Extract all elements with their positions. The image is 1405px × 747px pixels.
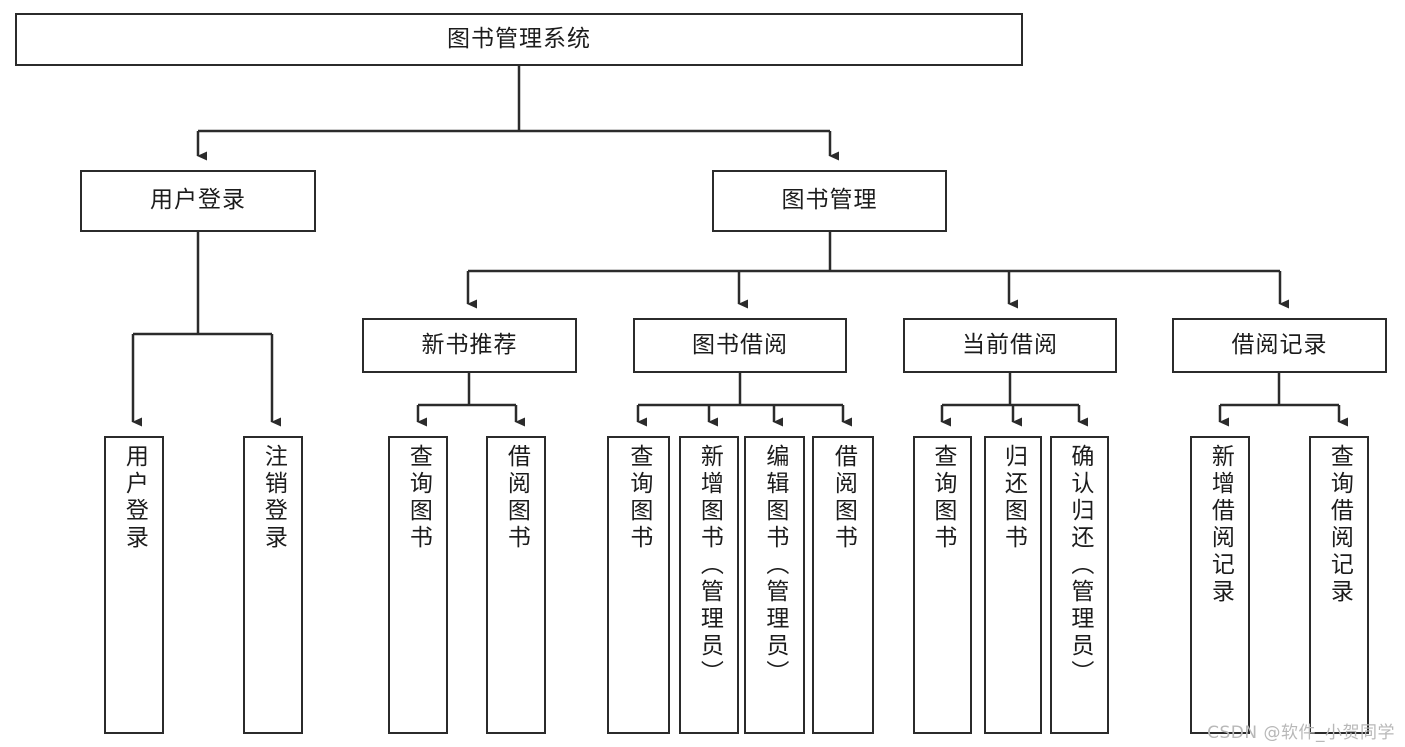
node-label: 当前借阅: [962, 331, 1058, 358]
node-leaf-5[interactable]: 查询图书: [607, 436, 670, 734]
node-level3-4[interactable]: 借阅记录: [1172, 318, 1387, 373]
node-level2-1[interactable]: 用户登录: [80, 170, 316, 232]
node-leaf-7[interactable]: 编辑图书（管理员）: [744, 436, 805, 734]
node-label: 查询图书: [929, 444, 956, 552]
node-leaf-1[interactable]: 用户登录: [104, 436, 164, 734]
node-label: 新增图书（管理员）: [696, 444, 723, 687]
node-label: 归还图书: [1000, 444, 1027, 552]
node-label: 借阅图书: [830, 444, 857, 552]
node-label: 图书管理: [781, 187, 878, 214]
node-label: 查询借阅记录: [1326, 444, 1353, 606]
watermark: CSDN @软件_小贺同学: [1207, 723, 1395, 743]
node-level3-2[interactable]: 图书借阅: [633, 318, 847, 373]
node-label: 图书管理系统: [447, 25, 591, 52]
node-leaf-2[interactable]: 注销登录: [243, 436, 303, 734]
node-level3-1[interactable]: 新书推荐: [362, 318, 577, 373]
node-leaf-3[interactable]: 查询图书: [388, 436, 448, 734]
node-leaf-10[interactable]: 归还图书: [984, 436, 1042, 734]
node-level2-2[interactable]: 图书管理: [712, 170, 947, 232]
node-label: 确认归还（管理员）: [1066, 444, 1093, 687]
node-label: 图书借阅: [692, 331, 788, 358]
node-root[interactable]: 图书管理系统: [15, 13, 1023, 66]
node-label: 新增借阅记录: [1207, 444, 1234, 606]
node-leaf-8[interactable]: 借阅图书: [812, 436, 874, 734]
node-leaf-11[interactable]: 确认归还（管理员）: [1050, 436, 1109, 734]
node-label: 借阅图书: [503, 444, 530, 552]
node-label: 查询图书: [625, 444, 652, 552]
node-leaf-4[interactable]: 借阅图书: [486, 436, 546, 734]
node-leaf-6[interactable]: 新增图书（管理员）: [679, 436, 739, 734]
node-leaf-9[interactable]: 查询图书: [913, 436, 972, 734]
node-label: 借阅记录: [1231, 331, 1328, 358]
node-label: 编辑图书（管理员）: [761, 444, 788, 687]
node-label: 用户登录: [150, 187, 246, 214]
node-label: 注销登录: [260, 444, 287, 552]
node-label: 用户登录: [121, 444, 148, 552]
node-level3-3[interactable]: 当前借阅: [903, 318, 1117, 373]
node-leaf-12[interactable]: 新增借阅记录: [1190, 436, 1250, 734]
node-label: 查询图书: [405, 444, 432, 552]
node-leaf-13[interactable]: 查询借阅记录: [1309, 436, 1369, 734]
node-label: 新书推荐: [421, 331, 518, 358]
